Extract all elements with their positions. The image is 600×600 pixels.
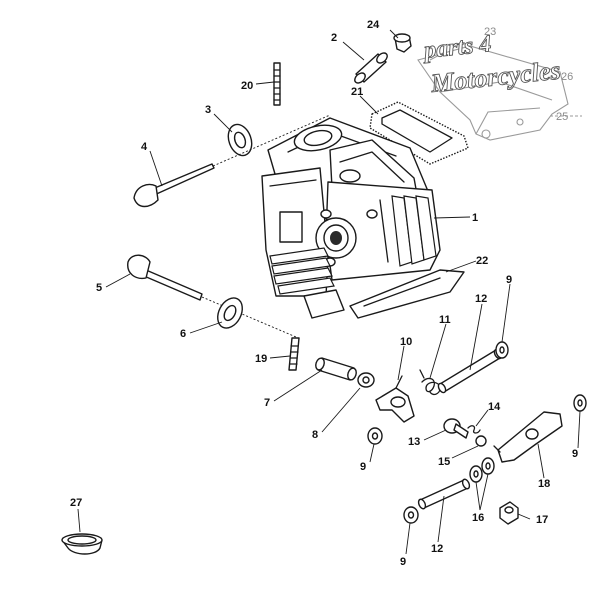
part-11-spring xyxy=(419,369,441,396)
part-17-nut xyxy=(499,501,519,525)
watermark-line-1: parts 4 xyxy=(421,31,493,64)
part-9-washer-c xyxy=(573,394,587,412)
callout-22: 22 xyxy=(476,255,488,267)
callout-9c: 9 xyxy=(572,448,578,460)
callout-9a: 9 xyxy=(506,274,512,286)
part-10-rocker-arm xyxy=(375,375,415,423)
callout-13: 13 xyxy=(408,436,420,448)
callout-24: 24 xyxy=(367,19,380,31)
part-13-bolt xyxy=(443,418,469,439)
callout-12b: 12 xyxy=(431,543,443,555)
callout-27: 27 xyxy=(70,497,82,509)
callout-23: 23 xyxy=(484,26,496,38)
part-27-cap xyxy=(61,533,103,555)
callout-numbers: 1 2 3 4 5 6 7 8 9 9 9 9 10 11 12 12 13 1… xyxy=(70,19,578,568)
part-20-stud xyxy=(273,62,281,106)
watermark-line-2: Motorcycles xyxy=(429,56,562,99)
leader-lines xyxy=(77,29,581,555)
callout-9b: 9 xyxy=(360,461,366,473)
callout-16: 16 xyxy=(472,512,484,524)
callout-19: 19 xyxy=(255,353,267,365)
callout-9d: 9 xyxy=(400,556,406,568)
part-9-washer-d xyxy=(403,506,419,524)
callout-18: 18 xyxy=(538,478,550,490)
part-9-washer-a xyxy=(495,341,509,359)
callout-21: 21 xyxy=(351,86,363,98)
part-8-nut xyxy=(357,372,375,388)
part-19-stud xyxy=(288,337,300,371)
callout-6: 6 xyxy=(180,328,186,340)
callout-4: 4 xyxy=(141,141,148,153)
callout-12a: 12 xyxy=(475,293,487,305)
part-5-valve xyxy=(127,254,297,338)
part-21-gasket xyxy=(369,101,469,165)
callout-8: 8 xyxy=(312,429,318,441)
callout-3: 3 xyxy=(205,104,211,116)
callout-25: 25 xyxy=(556,111,568,123)
callout-17: 17 xyxy=(536,514,548,526)
part-7-valve-guide xyxy=(315,357,357,381)
callout-14: 14 xyxy=(488,401,501,413)
faded-bracket-part xyxy=(417,45,582,141)
callout-11: 11 xyxy=(439,314,451,326)
part-18-rocker-arm xyxy=(493,411,563,463)
watermark-area: parts 4 Motorcycles xyxy=(417,31,582,141)
part-24-cap xyxy=(393,33,412,53)
callout-15: 15 xyxy=(438,456,450,468)
callout-7: 7 xyxy=(264,397,270,409)
callout-2: 2 xyxy=(331,32,337,44)
part-4-valve xyxy=(133,114,331,208)
part-1-cylinder-head xyxy=(261,117,441,319)
part-22-gasket xyxy=(349,269,465,319)
part-12-shaft-lower xyxy=(417,478,471,510)
callout-10: 10 xyxy=(400,336,412,348)
part-12-shaft-upper xyxy=(437,348,503,394)
callout-1: 1 xyxy=(472,212,478,224)
callout-26: 26 xyxy=(561,71,573,83)
part-9-washer-b xyxy=(367,427,383,445)
part-14-spring xyxy=(467,425,481,434)
part-2-valve-guide xyxy=(354,52,388,84)
callout-20: 20 xyxy=(241,80,253,92)
part-6-seal xyxy=(217,297,243,329)
part-15-pin xyxy=(475,435,487,447)
part-16-washers xyxy=(469,457,495,483)
part-3-seal xyxy=(227,123,253,157)
callout-5: 5 xyxy=(96,282,102,294)
